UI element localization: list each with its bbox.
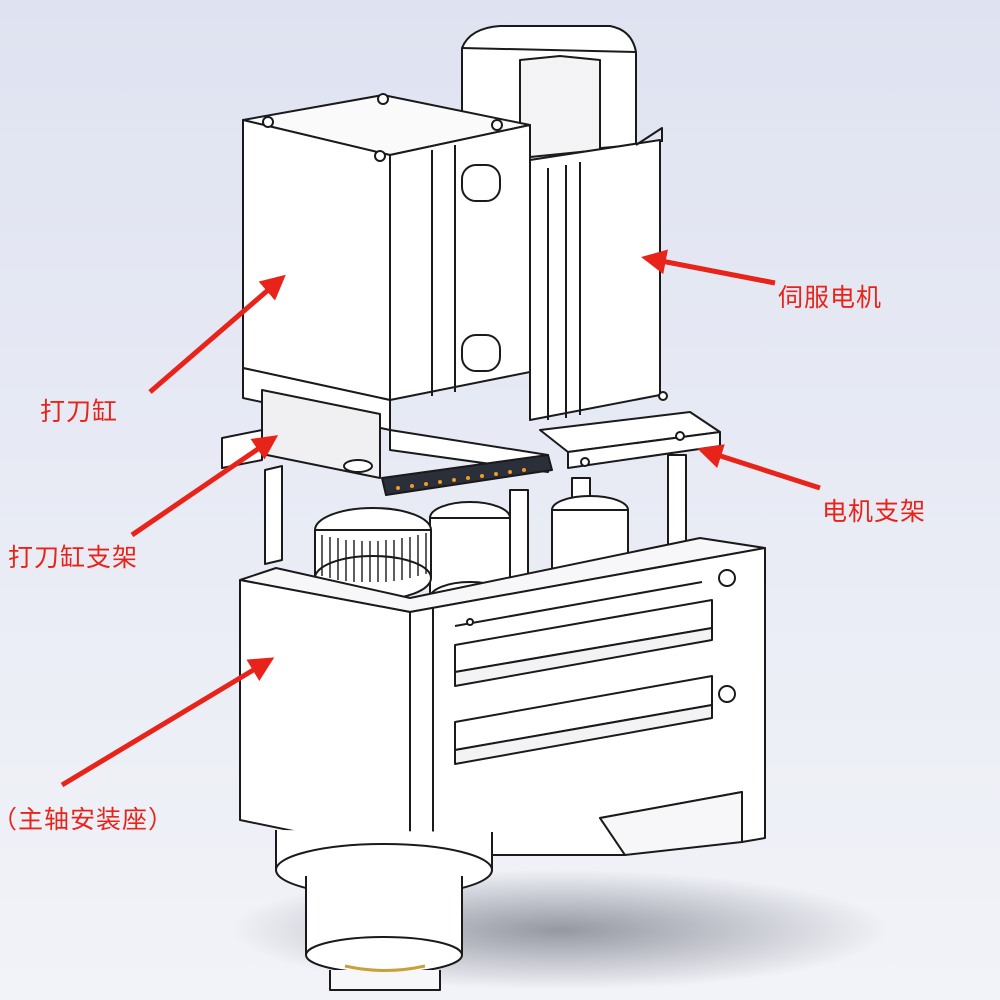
plate-dots [396, 468, 526, 490]
label-tool-release-cylinder: 打刀缸 [40, 397, 119, 426]
arrow-spindle-head [60, 657, 275, 788]
tool-release-cylinder [242, 93, 531, 401]
arrow-cylinder-bracket [130, 435, 279, 538]
label-motor-bracket: 电机支架 [822, 497, 927, 526]
spindle-nose [275, 830, 493, 991]
arrow-cylinder [148, 274, 286, 394]
label-servo-motor: 伺服电机 [778, 283, 883, 312]
label-cylinder-bracket: 打刀缸支架 [8, 543, 139, 572]
label-spindle-head: 头（主轴安装座） [0, 805, 175, 834]
servo-motor [461, 25, 668, 421]
spindle-head-housing [239, 537, 766, 856]
arrow-motor-bracket [697, 444, 821, 491]
annotation-arrows [60, 249, 821, 788]
arrow-servo-motor [641, 249, 776, 286]
